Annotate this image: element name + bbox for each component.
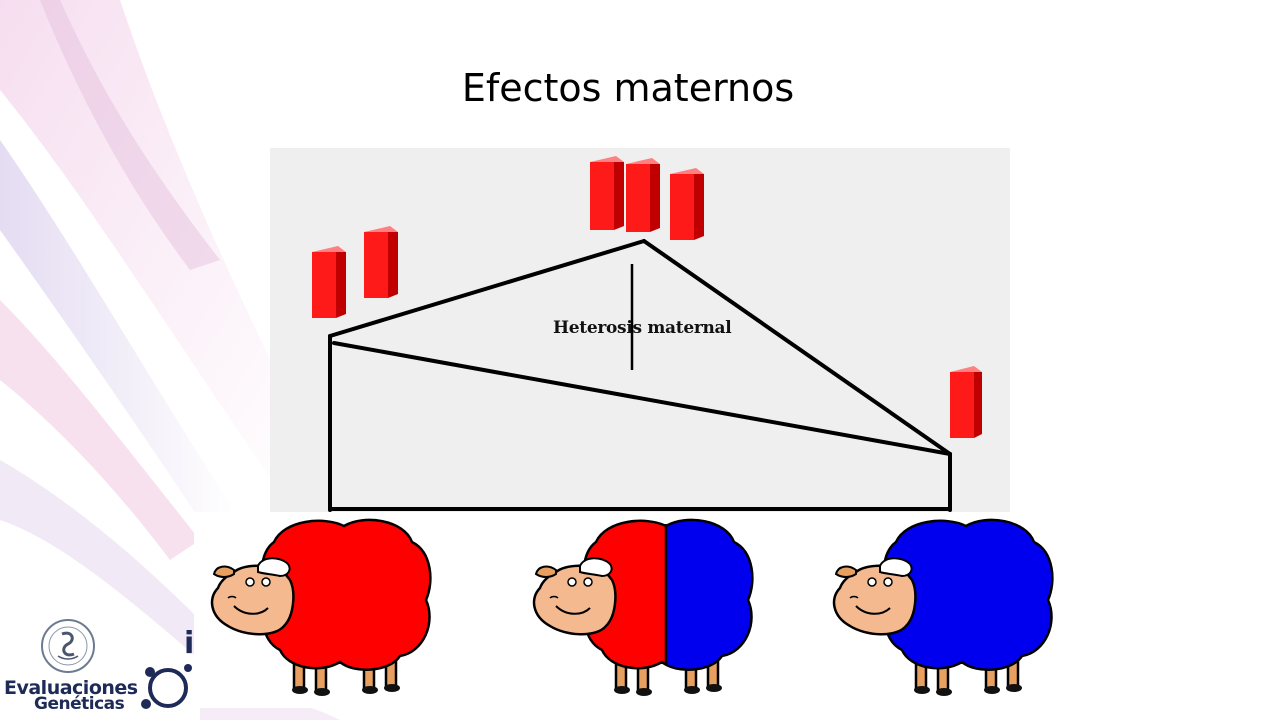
- seal-icon: [41, 619, 95, 673]
- middle-bars: [590, 156, 704, 240]
- lower-diagonal-line: [332, 341, 952, 456]
- slide-title: Efectos maternos: [461, 66, 795, 110]
- red-bar: [626, 158, 660, 232]
- left-bars: [312, 226, 398, 318]
- upper-right-line: [642, 239, 952, 456]
- logo-text-line2: Genéticas: [34, 694, 125, 714]
- logo-partial-letter: i: [184, 626, 195, 661]
- red-bar: [312, 246, 346, 318]
- upper-left-line: [328, 239, 646, 338]
- logo-text-line1: Evaluaciones: [4, 677, 138, 699]
- sheep-blue: [832, 518, 1054, 696]
- logo-graphic: [41, 619, 192, 709]
- heterosis-diagram: [312, 156, 982, 512]
- red-bar: [364, 226, 398, 298]
- heterosis-maternal-label: Heterosis maternal: [553, 318, 732, 338]
- sheep-crossbred: [532, 518, 754, 696]
- red-bar: [670, 168, 704, 240]
- red-bar: [950, 366, 982, 438]
- red-bar: [590, 156, 624, 230]
- molecule-icon: [148, 668, 188, 708]
- sheep-red: [210, 518, 432, 696]
- right-bars: [950, 366, 982, 438]
